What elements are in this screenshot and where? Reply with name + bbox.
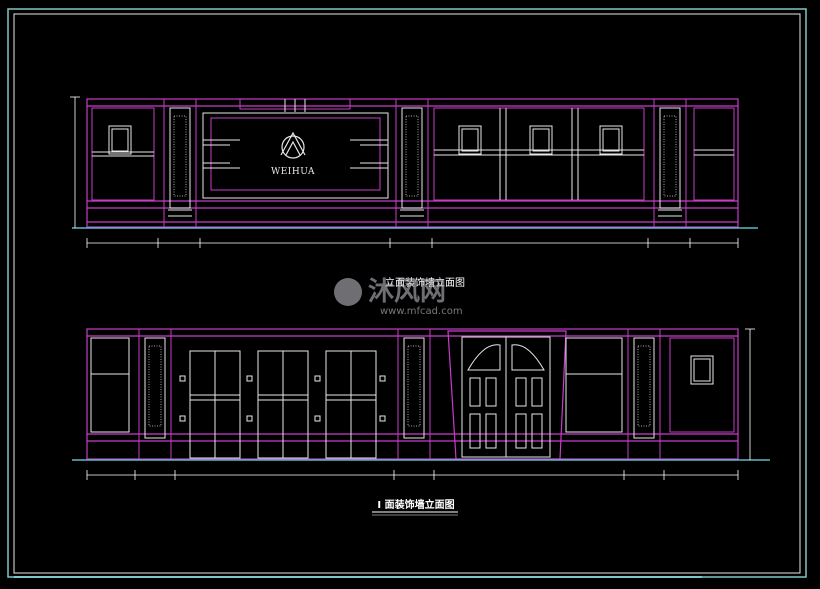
top-far-right-panel [693, 107, 735, 201]
bottom-elevation: I 面装饰墙立面图 [72, 328, 770, 516]
bottom-column-3 [627, 328, 661, 460]
bottom-column-1 [138, 328, 172, 460]
top-dimension-line [70, 96, 739, 248]
weihua-logo-icon [280, 131, 306, 159]
top-column-2 [395, 98, 429, 228]
bottom-far-right-panel [669, 337, 735, 433]
logo-text: WEIHUA [271, 167, 315, 177]
top-column-3 [653, 98, 687, 228]
watermark: 沐风网 www.mfcad.com [334, 277, 463, 317]
bottom-doors-group [179, 350, 386, 459]
watermark-url: www.mfcad.com [380, 306, 463, 317]
watermark-logo-icon [334, 278, 362, 306]
bottom-right-panel [565, 337, 623, 433]
bottom-column-2 [397, 328, 431, 460]
top-right-panels [433, 107, 645, 201]
top-logo-panel [202, 98, 389, 199]
bottom-left-panel [90, 337, 130, 433]
bottom-elevation-title: I 面装饰墙立面图 [377, 498, 454, 511]
bottom-wall-outline [86, 328, 739, 460]
bottom-dimension-line [86, 328, 755, 480]
top-column-1 [163, 98, 197, 228]
drawing-frame [7, 8, 807, 578]
bottom-main-door [447, 330, 567, 460]
top-elevation-title: 立面装饰墙立面图 [385, 276, 465, 289]
top-elevation: WEIHUA [70, 96, 758, 289]
watermark-brand: 沐风网 [368, 277, 446, 307]
top-left-panel [91, 107, 155, 201]
